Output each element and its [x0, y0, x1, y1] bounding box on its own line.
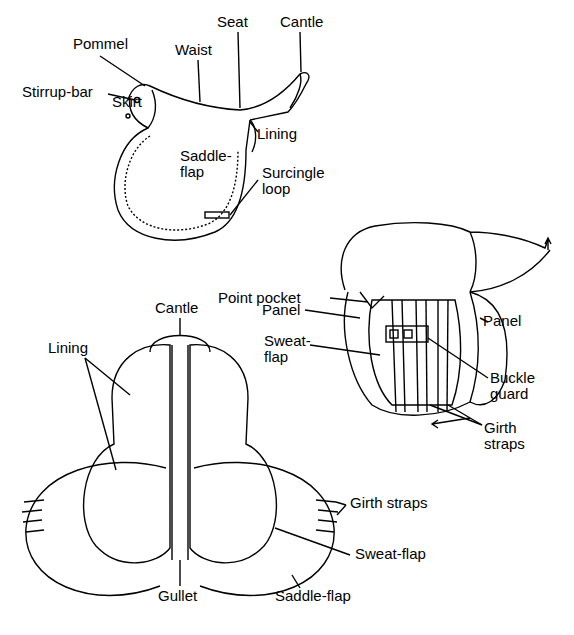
- pointer-arrow: [545, 238, 551, 250]
- girth-strap: [392, 300, 396, 412]
- leader-line: [85, 358, 130, 395]
- cantle: [150, 336, 210, 353]
- surcingle-loop: [205, 212, 229, 218]
- buckle-guard: [386, 326, 428, 342]
- leader-line: [305, 310, 360, 318]
- leader-line: [275, 528, 350, 555]
- lining-left: [84, 345, 170, 563]
- part-label: Sweat-flap: [355, 546, 445, 562]
- part-label: Panel: [483, 313, 533, 329]
- girth-strap: [416, 300, 418, 412]
- stirrup-bar-rivet: [126, 114, 130, 118]
- leader-line: [428, 338, 488, 378]
- leader-line: [300, 32, 301, 72]
- part-label: Sweat-flap: [264, 333, 312, 365]
- flap-stitching: [125, 136, 238, 230]
- part-label: Pommel: [73, 36, 143, 52]
- leader-line: [100, 56, 145, 86]
- girth-strap: [426, 300, 427, 412]
- part-label: Buckle guard: [490, 370, 546, 402]
- leader-line: [430, 405, 482, 425]
- side-view-saddle: [115, 73, 309, 240]
- girth-strap: [402, 300, 405, 412]
- part-label: Stirrup-bar: [22, 84, 112, 100]
- leader-line: [85, 358, 116, 470]
- part-label: Cantle: [155, 300, 215, 316]
- part-label: Waist: [175, 42, 235, 58]
- part-label: Girth straps: [350, 495, 450, 511]
- part-label: Lining: [257, 126, 317, 142]
- leader-line: [330, 298, 368, 302]
- leader-line: [198, 60, 200, 102]
- part-label: Lining: [48, 340, 108, 356]
- leader-line: [179, 318, 180, 336]
- part-label: Saddle-flap: [275, 588, 375, 604]
- gullet-edge: [171, 345, 172, 560]
- saddle-flap-right: [194, 462, 334, 595]
- part-label: Saddle-flap: [180, 148, 238, 180]
- underside-tilted-saddle: [341, 223, 551, 428]
- cantle-side: [290, 74, 301, 108]
- girth-strap-ends: [22, 500, 44, 532]
- part-label: Seat: [217, 14, 267, 30]
- leader-line: [336, 502, 346, 505]
- girth-strap: [437, 300, 438, 412]
- girth-strap: [447, 300, 448, 412]
- leader-line: [179, 560, 180, 586]
- leader-line: [238, 32, 240, 108]
- buckle: [404, 330, 412, 338]
- leader-line: [250, 122, 258, 132]
- leader-line: [310, 345, 380, 355]
- underside-flat-saddle: [22, 336, 338, 596]
- gullet-edge: [187, 345, 188, 560]
- part-label: Gullet: [158, 588, 218, 604]
- leader-line: [337, 505, 346, 515]
- seat-top: [341, 223, 548, 292]
- part-label: Cantle: [280, 14, 340, 30]
- panel-outline: [344, 292, 478, 415]
- saddle-flap-left: [26, 462, 166, 595]
- saddle-flap: [115, 120, 250, 240]
- leader-line: [230, 180, 258, 215]
- leader-line: [292, 575, 300, 588]
- cantle-top: [470, 250, 550, 292]
- leader-line: [448, 405, 482, 425]
- leader-lines: [85, 318, 350, 588]
- buckle: [390, 330, 398, 338]
- leader-lines: [305, 298, 488, 425]
- lining-right: [190, 345, 276, 563]
- part-label: Girth straps: [484, 420, 536, 452]
- part-label: Panel: [262, 302, 312, 318]
- girth-strap-ends: [316, 500, 338, 532]
- pointer-arrow: [432, 418, 470, 428]
- part-label: Skirt: [112, 94, 162, 110]
- part-label: Surcingle loop: [262, 165, 340, 197]
